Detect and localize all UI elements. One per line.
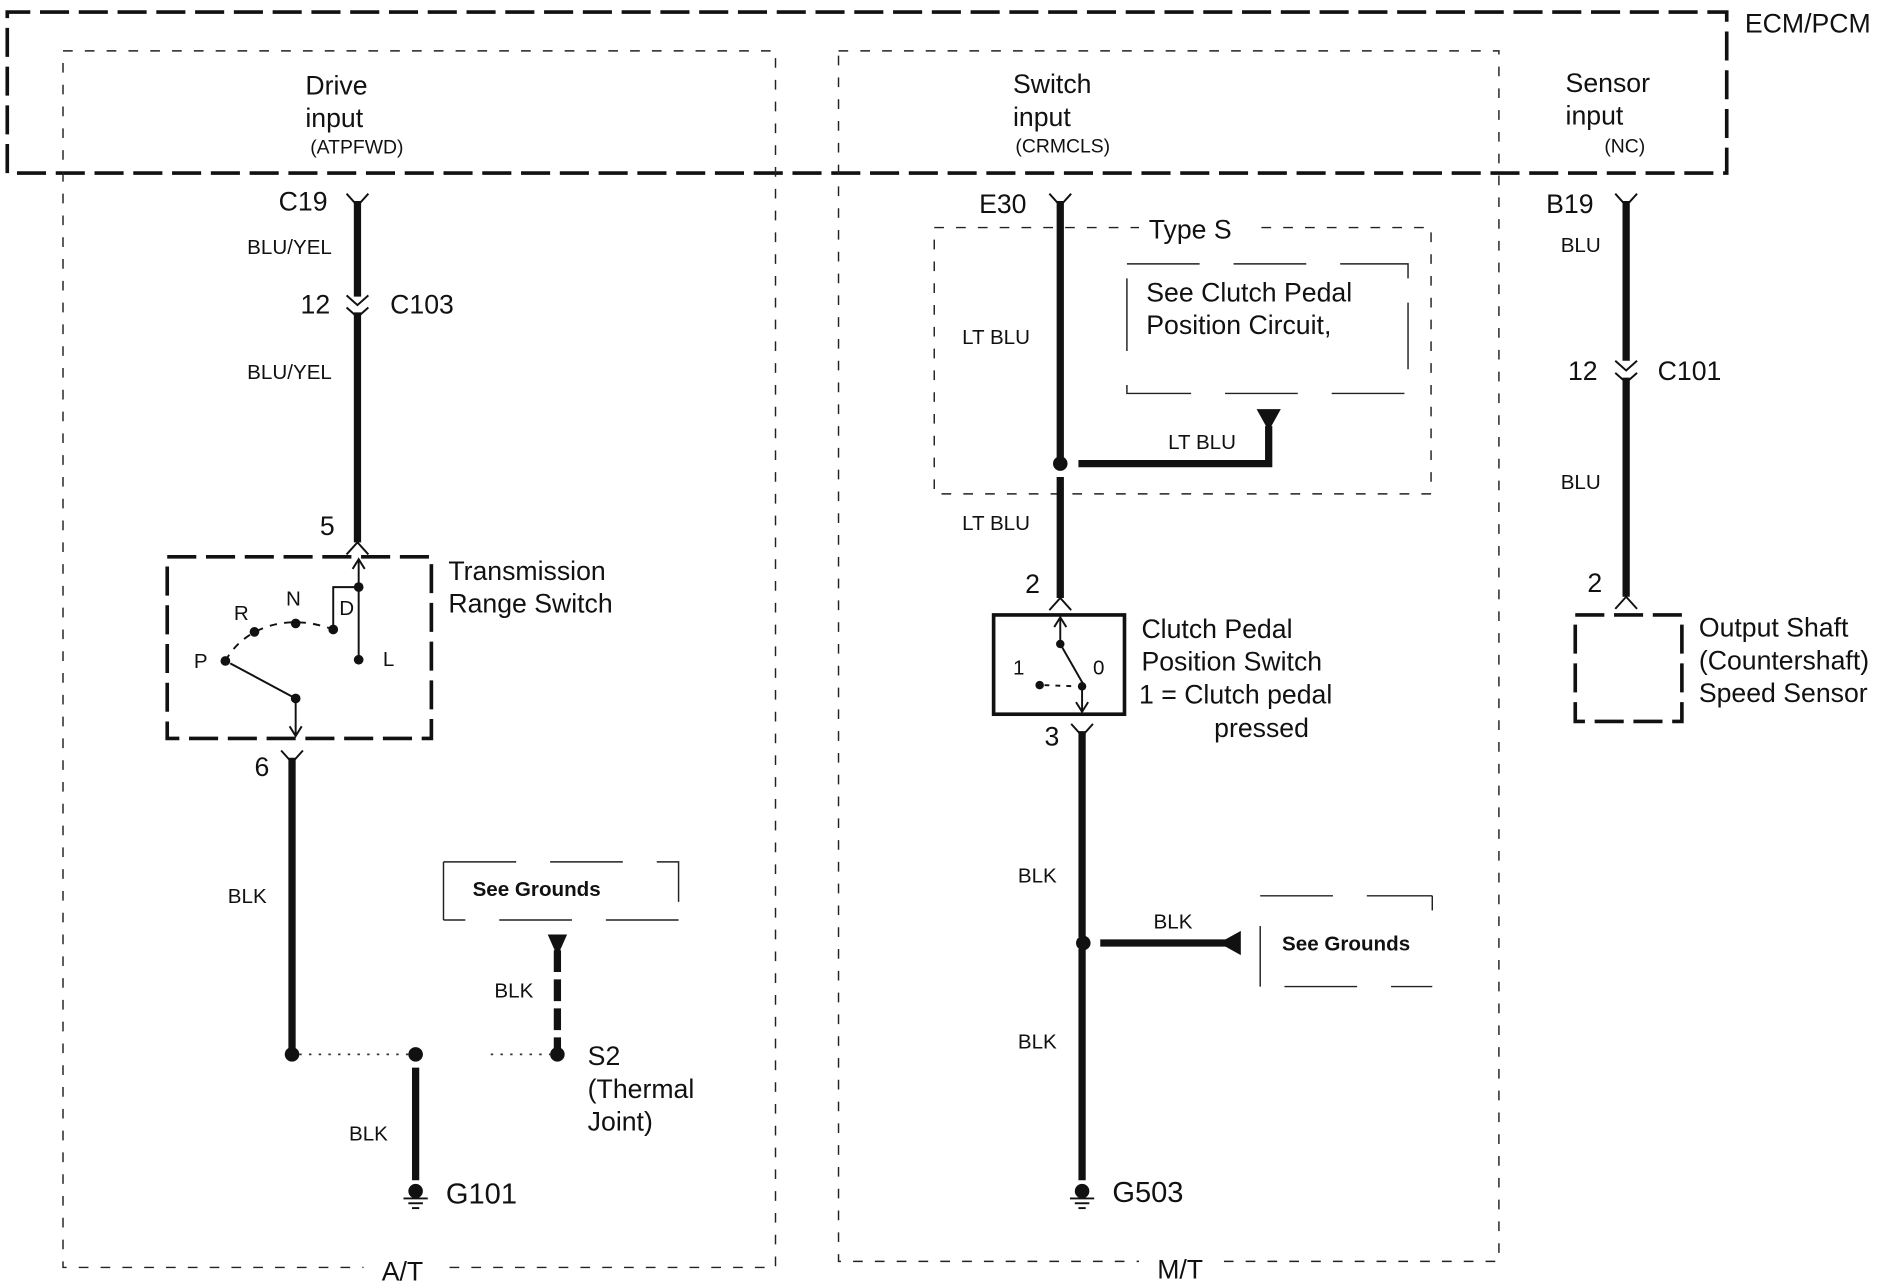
ground-ref-arrow-icon (1219, 930, 1241, 956)
connector-c101-pin: 12 (1568, 356, 1598, 386)
sensor-pin-2: 2 (1587, 568, 1602, 598)
at-circuit: C19 BLU/YEL 12 C103 BLU/YEL 5 Transmissi… (165, 187, 695, 1210)
ref-arrow-icon (1256, 409, 1281, 431)
sensor-name-line1: Output Shaft (1699, 613, 1849, 643)
wire-label-blk-branch: BLK (1154, 910, 1193, 933)
ground-ref-arrow-icon (547, 934, 568, 957)
wire-label-lt-blu-2: LT BLU (962, 512, 1030, 535)
cpp-name-line1: Clutch Pedal (1141, 614, 1292, 644)
cpp-pos-1: 1 (1013, 656, 1024, 679)
drive-input-signal: (ATPFWD) (310, 137, 403, 159)
ground-g101-icon (403, 1183, 428, 1210)
speed-sensor-box (1573, 613, 1684, 724)
sensor-input-title: Sensor (1566, 68, 1651, 98)
sensor-name-line2: (Countershaft) (1699, 645, 1869, 675)
sensor-input-subtitle: input (1566, 101, 1624, 131)
connector-c101-label: C101 (1658, 356, 1722, 386)
cpp-pos-0: 0 (1093, 656, 1104, 679)
ecm-pcm-label: ECM/PCM (1745, 9, 1871, 39)
trs-pos-r: R (234, 602, 249, 625)
drive-input-subtitle: input (305, 103, 363, 133)
clutch-pedal-switch-box (991, 613, 1127, 717)
wire-label-lt-blu-1: LT BLU (962, 326, 1030, 349)
splice-s2-label: S2 (588, 1041, 621, 1071)
trs-pin-5: 5 (320, 511, 335, 541)
see-grounds-ref-box-mt (1259, 895, 1433, 988)
sensor-circuit: B19 BLU 12 C101 BLU 2 Output Shaft (Coun… (1546, 189, 1869, 724)
see-clutch-ref-box (1126, 263, 1409, 395)
wire-label-blk-1: BLK (1018, 864, 1057, 887)
wire-lt-blu-branch (1078, 426, 1273, 468)
splice-s2-desc1: (Thermal (588, 1074, 695, 1104)
trs-pos-l: L (383, 648, 394, 671)
splice-s2-desc2: Joint) (588, 1107, 653, 1137)
wire-label-blk-ref: BLK (494, 979, 533, 1002)
wire-label-blu-1: BLU (1561, 234, 1601, 257)
trs-pos-n: N (286, 587, 301, 610)
switch-input-label: Switch input (CRMCLS) (1013, 69, 1110, 157)
trs-pos-d: D (339, 597, 354, 620)
switch-input-title: Switch (1013, 69, 1091, 99)
pin-e30: E30 (979, 189, 1026, 219)
pin-c19: C19 (279, 187, 328, 217)
cpp-note-line1: 1 = Clutch pedal (1139, 679, 1332, 709)
sensor-name-line3: Speed Sensor (1699, 678, 1868, 708)
cpp-name-line2: Position Switch (1141, 647, 1322, 677)
see-grounds-ref-box-at (442, 861, 680, 921)
connector-male-icon (1614, 595, 1638, 610)
cpp-pin-3: 3 (1045, 722, 1060, 752)
wire-label-blk-1: BLK (228, 885, 267, 908)
connector-c103-label: C103 (390, 290, 454, 320)
cpp-pin-2: 2 (1025, 569, 1040, 599)
wire-label-lt-blu-branch: LT BLU (1168, 431, 1236, 454)
ground-g101-label: G101 (446, 1178, 517, 1210)
trs-switch-symbol: P R N D L (194, 557, 394, 738)
connector-male-icon (345, 540, 370, 556)
at-section-boundary (62, 50, 777, 1269)
mt-section-boundary (837, 50, 1500, 1263)
at-section-label: A/T (382, 1257, 423, 1287)
wire-label-blu-yel-2: BLU/YEL (247, 361, 332, 384)
mt-section-label: M/T (1157, 1254, 1203, 1284)
ecm-pcm-module: ECM/PCM (5, 9, 1871, 175)
switch-input-signal: (CRMCLS) (1015, 136, 1110, 158)
ground-g503-icon (1069, 1183, 1095, 1210)
drive-input-title: Drive (305, 70, 367, 100)
ecm-pcm-boundary (5, 10, 1729, 175)
see-grounds-link-mt[interactable]: See Grounds (1282, 932, 1410, 955)
type-s-label: Type S (1149, 214, 1232, 244)
splice-node-s2 (550, 1047, 565, 1062)
see-grounds-link-at[interactable]: See Grounds (473, 878, 601, 901)
transmission-range-switch-box (165, 555, 434, 741)
wire-label-blk-ground: BLK (349, 1122, 388, 1145)
see-clutch-link-line2[interactable]: Position Circuit, (1146, 310, 1331, 340)
connector-c103-pin: 12 (301, 290, 331, 320)
cpp-note-line2: pressed (1214, 713, 1309, 743)
switch-input-subtitle: input (1013, 102, 1071, 132)
wire-label-blk-2: BLK (1018, 1030, 1057, 1053)
trs-pos-p: P (194, 650, 208, 673)
splice-node (1076, 935, 1091, 951)
drive-input-label: Drive input (ATPFWD) (305, 70, 403, 158)
connector-male-icon (1048, 596, 1072, 611)
wire-label-blu-yel-1: BLU/YEL (247, 236, 332, 259)
pin-b19: B19 (1546, 189, 1593, 219)
cpp-switch-symbol: 1 0 (1013, 615, 1104, 714)
sensor-input-signal: (NC) (1604, 136, 1645, 158)
splice-node (1052, 456, 1068, 471)
splice-node (284, 1047, 300, 1062)
trs-name-line2: Range Switch (448, 589, 612, 619)
see-clutch-link-line1[interactable]: See Clutch Pedal (1146, 277, 1352, 307)
ground-g503-label: G503 (1112, 1177, 1183, 1209)
trs-pin-6: 6 (254, 752, 269, 782)
splice-node (408, 1047, 423, 1062)
mt-circuit: E30 LT BLU Type S See Clutch Pedal Posit… (933, 189, 1433, 1210)
wire-label-blu-2: BLU (1561, 471, 1601, 494)
trs-name-line1: Transmission (448, 556, 605, 586)
sensor-input-label: Sensor input (NC) (1566, 68, 1651, 158)
